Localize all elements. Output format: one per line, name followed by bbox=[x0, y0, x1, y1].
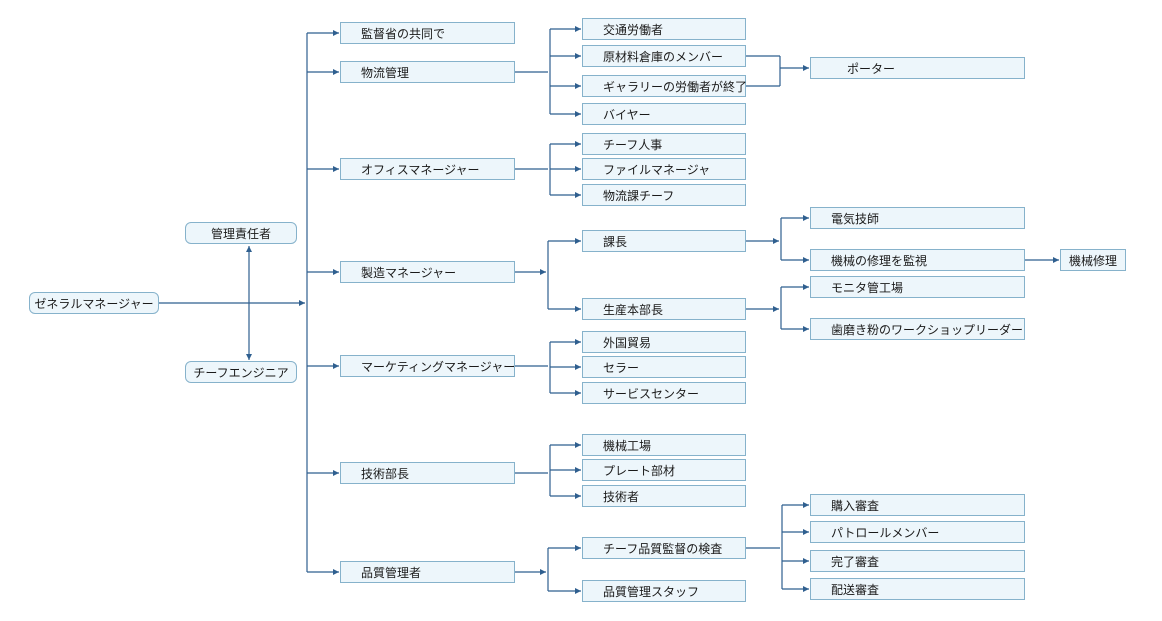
node-machine-repair: 機械修理 bbox=[1060, 249, 1126, 271]
node-manufacturing-manager: 製造マネージャー bbox=[340, 261, 515, 283]
node-plate-material: プレート部材 bbox=[582, 459, 746, 481]
node-supervision: 監督省の共同で bbox=[340, 22, 515, 44]
node-monitor-pipe-factory: モニタ管工場 bbox=[810, 276, 1025, 298]
node-transport-worker: 交通労働者 bbox=[582, 18, 746, 40]
node-chief-engineer: チーフエンジニア bbox=[185, 361, 297, 383]
node-patrol-member: パトロールメンバー bbox=[810, 521, 1025, 543]
node-machine-shop: 機械工場 bbox=[582, 434, 746, 456]
node-chief-quality-inspection: チーフ品質監督の検査 bbox=[582, 537, 746, 559]
node-electrician: 電気技師 bbox=[810, 207, 1025, 229]
node-buyer: バイヤー bbox=[582, 103, 746, 125]
node-file-manager: ファイルマネージャ bbox=[582, 158, 746, 180]
node-production-head: 生産本部長 bbox=[582, 298, 746, 320]
node-marketing-manager: マーケティングマネージャー bbox=[340, 355, 515, 377]
node-logistics: 物流管理 bbox=[340, 61, 515, 83]
node-machine-repair-supervision: 機械の修理を監視 bbox=[810, 249, 1025, 271]
node-qc-staff: 品質管理スタッフ bbox=[582, 580, 746, 602]
node-chief-hr: チーフ人事 bbox=[582, 133, 746, 155]
node-management-head: 管理責任者 bbox=[185, 222, 297, 244]
node-foreign-trade: 外国貿易 bbox=[582, 331, 746, 353]
node-general-manager: ゼネラルマネージャー bbox=[29, 292, 159, 314]
node-porter: ポーター bbox=[810, 57, 1025, 79]
node-toothpaste-workshop-leader: 歯磨き粉のワークショップリーダー bbox=[810, 318, 1025, 340]
node-completion-review: 完了審査 bbox=[810, 550, 1025, 572]
node-raw-material-warehouse: 原材料倉庫のメンバー bbox=[582, 45, 746, 67]
node-service-center: サービスセンター bbox=[582, 382, 746, 404]
node-purchase-review: 購入審査 bbox=[810, 494, 1025, 516]
node-section-chief: 課長 bbox=[582, 230, 746, 252]
node-technical-head: 技術部長 bbox=[340, 462, 515, 484]
node-logistics-section-chief: 物流課チーフ bbox=[582, 184, 746, 206]
node-office-manager: オフィスマネージャー bbox=[340, 158, 515, 180]
node-quality-manager: 品質管理者 bbox=[340, 561, 515, 583]
node-technician: 技術者 bbox=[582, 485, 746, 507]
node-gallery-worker: ギャラリーの労働者が終了 bbox=[582, 75, 747, 97]
node-seller: セラー bbox=[582, 356, 746, 378]
node-delivery-review: 配送審査 bbox=[810, 578, 1025, 600]
